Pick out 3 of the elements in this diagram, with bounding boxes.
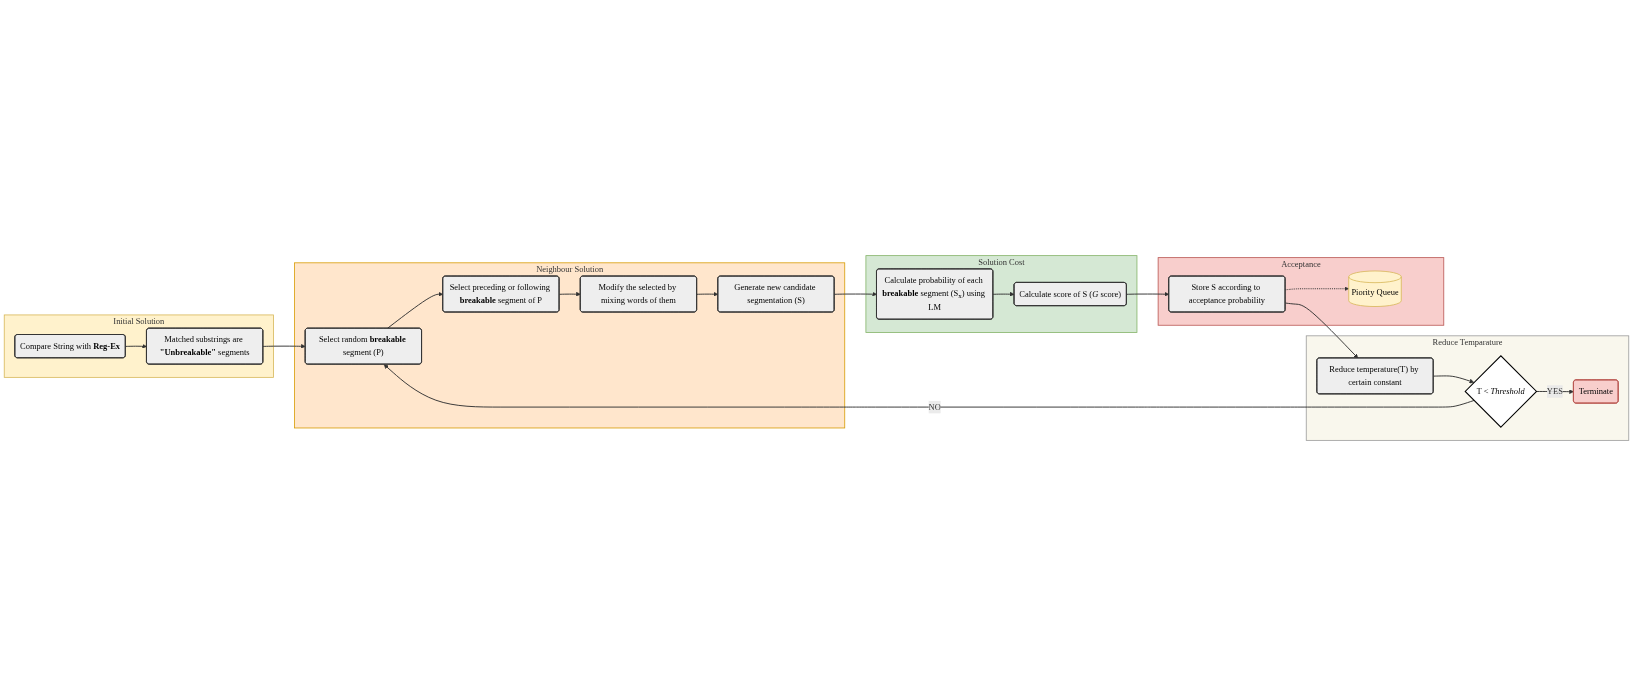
edge-label: NO [928,402,941,412]
node-diamond: T < Threshold [1464,355,1538,428]
edge-label: YES [1546,386,1563,396]
